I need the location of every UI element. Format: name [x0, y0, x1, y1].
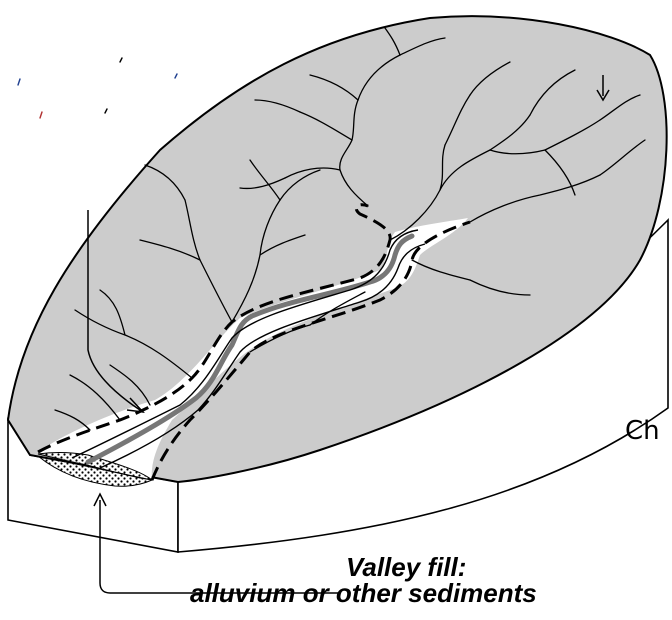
stray-marks — [18, 58, 177, 118]
cut-off-label: Ch — [625, 416, 660, 446]
valley-fill-subtitle: alluvium or other sediments — [190, 578, 537, 609]
